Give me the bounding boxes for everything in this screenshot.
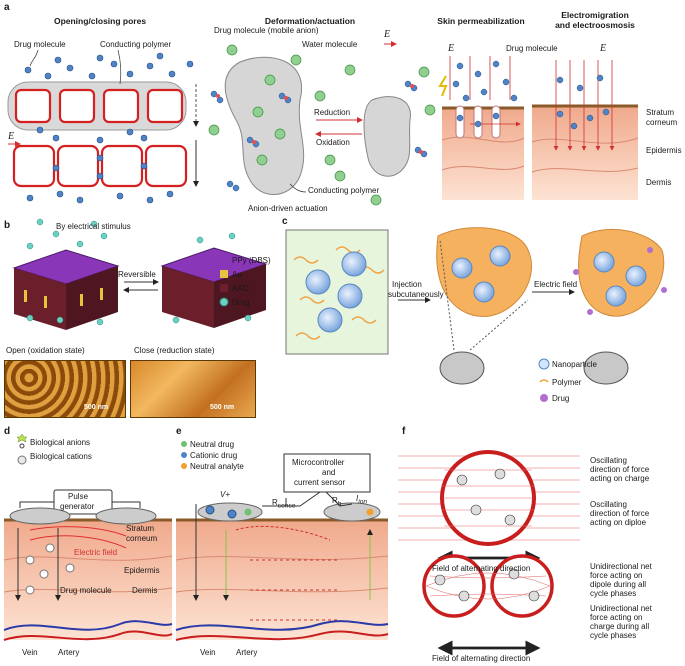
osc-charge-3: acting on charge [590, 474, 650, 483]
panel-a-letter: a [4, 2, 10, 13]
pulse-label: Pulse [68, 492, 89, 501]
panel-d-scheme [3, 433, 173, 641]
legend-cationic-drug: Cationic drug [190, 451, 238, 460]
actuation-title: Deformation/actuation [264, 16, 356, 26]
close-state-label: Close (reduction state) [134, 346, 215, 355]
afm-close-image [130, 360, 256, 418]
uni-charge-1: Unidirectional net [590, 604, 652, 613]
anions-label: Biological anions [30, 438, 91, 447]
uni-charge-2: force acting on [590, 613, 643, 622]
uni-charge-3: charge during all [590, 622, 650, 631]
generator-label: generator [60, 502, 95, 511]
vein-label-d: Vein [22, 648, 38, 657]
open-state-label: Open (oxidation state) [6, 346, 85, 355]
oxidation-label: Oxidation [316, 138, 350, 147]
conducting-polymer-label: Conducting polymer [100, 40, 172, 49]
reduction-label: Reduction [314, 108, 351, 117]
vplus-label: V+ [220, 490, 231, 499]
osc-dipole-3: acting on diploe [590, 518, 647, 527]
panel-c-scheme [285, 227, 667, 402]
panel-b-membranes [12, 218, 268, 330]
uni-dipole-2: force acting on [590, 571, 643, 580]
legend-neutral-analyte: Neutral analyte [190, 462, 244, 471]
water-molecule-label: Water molecule [302, 40, 358, 49]
legend-au: Au [232, 270, 242, 279]
and-label: and [322, 468, 336, 477]
electromigration-title-1: Electromigration [561, 10, 629, 20]
field-label-2: Field of alternating direction [432, 654, 531, 663]
legend-polymer: Polymer [552, 378, 582, 387]
panel-f-letter: f [402, 426, 406, 437]
vein-label-e: Vein [200, 648, 216, 657]
drug-molecules [24, 52, 194, 204]
mobile-anion-label: Drug molecule (mobile anion) [214, 26, 319, 35]
drug-molecule-label: Drug molecule [14, 40, 66, 49]
uni-dipole-3: dipole during all [590, 580, 647, 589]
panel-a-actuation [208, 41, 436, 206]
scale-bar-open: 500 nm [84, 404, 109, 411]
legend-drug-c: Drug [552, 394, 570, 403]
uni-dipole-4: cycle phases [590, 589, 637, 598]
panel-e-letter: e [176, 426, 182, 437]
uni-charge-4: cycle phases [590, 631, 637, 640]
field-e-label-1: E [8, 131, 15, 142]
field-e-label-2: E [384, 29, 391, 40]
osc-dipole-2: direction of force [590, 509, 650, 518]
injection-label: Injection [392, 280, 422, 289]
cations-label: Biological cations [30, 452, 92, 461]
epidermis-label-d: Epidermis [124, 566, 160, 575]
conducting-polymer-label-2: Conducting polymer [308, 186, 380, 195]
artery-label-d: Artery [58, 648, 80, 657]
actuation-caption: Anion-driven actuation [248, 204, 328, 213]
scale-bar-close: 500 nm [210, 404, 235, 411]
uni-dipole-1: Unidirectional net [590, 562, 652, 571]
microcontroller-label: Microcontroller [292, 458, 345, 467]
pores-title: Opening/closing pores [53, 16, 147, 26]
dermis-label: Dermis [646, 178, 672, 187]
stimulus-label: By electrical stimulus [56, 222, 131, 231]
corneum-label-d: corneum [126, 534, 158, 543]
dermis-label-d: Dermis [132, 586, 158, 595]
osc-charge-2: direction of force [590, 465, 650, 474]
panel-b-letter: b [4, 220, 11, 231]
field-e-label-4: E [600, 43, 607, 54]
panel-a-electromigration [531, 60, 639, 200]
legend-aao: AAO [232, 284, 249, 293]
panel-a-pores [7, 49, 199, 204]
reversible-label: Reversible [118, 270, 156, 279]
osc-charge-1: Oscillating [590, 456, 627, 465]
electromigration-title-2: and electroosmosis [555, 20, 635, 30]
drug-molecule-label-3: Drug molecule [506, 44, 558, 53]
artery-label-e: Artery [236, 648, 258, 657]
skin-perm-title: Skin permeabilization [437, 16, 525, 26]
electric-field-label-d: Electric field [74, 548, 118, 557]
panel-a-skin-perm [438, 56, 525, 200]
rsense-label: Rsense [272, 498, 296, 510]
panel-c-letter: c [282, 216, 288, 227]
panel-e-scheme [175, 441, 389, 641]
panel-d-letter: d [4, 426, 11, 437]
legend-nanoparticle: Nanoparticle [552, 360, 597, 369]
electric-field-label-c: Electric field [534, 280, 578, 289]
current-sensor-label: current sensor [294, 478, 346, 487]
rb-label: Rb [332, 496, 342, 508]
field-label-1: Field of alternating direction [432, 564, 531, 573]
legend-ppy: PPy (DBS) [232, 256, 271, 265]
afm-open-image [4, 360, 126, 418]
drug-label-d: Drug molecule [60, 586, 112, 595]
legend-drug: Drug [232, 298, 250, 307]
osc-dipole-1: Oscillating [590, 500, 627, 509]
panel-f-scheme [398, 450, 580, 656]
stratum-label-d: Stratum [126, 524, 155, 533]
stratum-label: Stratum [646, 108, 675, 117]
corneum-label: corneum [646, 118, 678, 127]
legend-neutral-drug: Neutral drug [190, 440, 235, 449]
subcutaneously-label: subcutaneously [388, 290, 444, 299]
epidermis-label: Epidermis [646, 146, 682, 155]
iion-label: Iion [356, 494, 368, 506]
field-e-label-3: E [448, 43, 455, 54]
